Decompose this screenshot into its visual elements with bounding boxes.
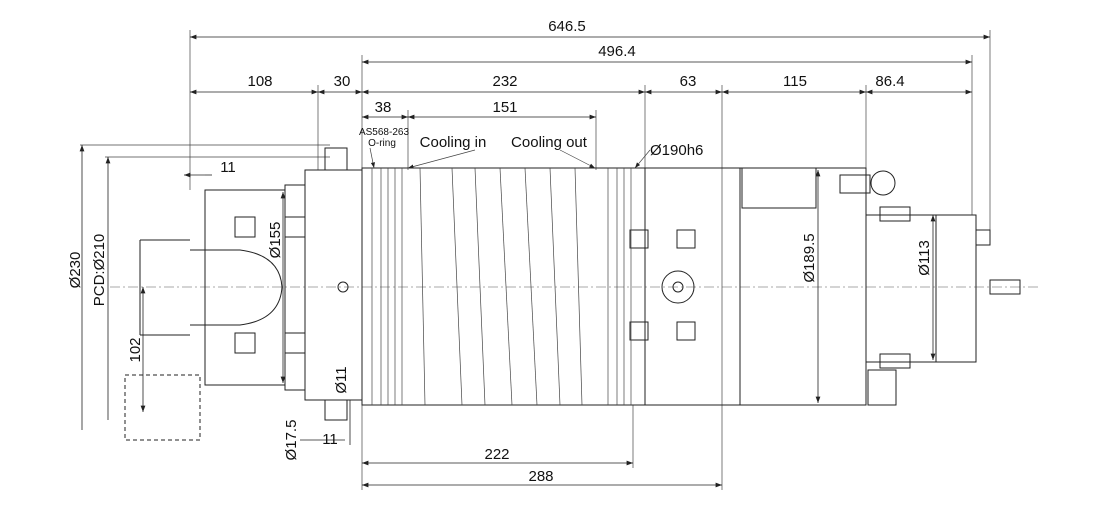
cooling-out-label: Cooling out <box>511 134 588 151</box>
dim-tool-offset: 11 <box>220 159 236 176</box>
dim-dia-155: Ø155 <box>267 222 284 259</box>
dim-oring-offset: 38 <box>375 99 392 116</box>
dim-rear-section: 115 <box>783 73 807 90</box>
dim-dia-230: Ø230 <box>67 252 84 289</box>
dim-rear-cap: 86.4 <box>875 73 904 90</box>
dim-body-length: 496.4 <box>598 43 636 60</box>
cooling-grooves <box>371 167 632 406</box>
oring-part-label: AS568-263 <box>359 127 409 138</box>
dim-hole-depth: 11 <box>322 431 338 448</box>
dim-tool-length: 102 <box>127 337 144 362</box>
dim-cooling-section: 232 <box>492 73 517 90</box>
dim-overall-length: 646.5 <box>548 18 586 35</box>
leader-lines <box>369 147 651 169</box>
dim-flange: 30 <box>334 73 351 90</box>
dim-222: 222 <box>484 446 509 463</box>
dim-dia-17-5: Ø17.5 <box>283 420 300 461</box>
dim-dia-189-5: Ø189.5 <box>801 233 818 282</box>
dimension-lines <box>79 34 990 488</box>
housing-fit-label: Ø190h6 <box>650 142 703 159</box>
dim-dia-113: Ø113 <box>916 240 933 276</box>
dim-288: 288 <box>528 468 553 485</box>
dim-mid-section: 63 <box>680 73 697 90</box>
dim-pcd-210: PCD:Ø210 <box>91 234 108 307</box>
dim-front-section: 108 <box>247 73 272 90</box>
cooling-in-label: Cooling in <box>420 134 487 151</box>
extension-lines <box>80 30 991 490</box>
dim-dia-11: Ø11 <box>333 366 350 393</box>
dim-cooling-span: 151 <box>492 99 517 116</box>
spindle-housing <box>124 147 1021 441</box>
oring-label: O-ring <box>368 138 396 149</box>
